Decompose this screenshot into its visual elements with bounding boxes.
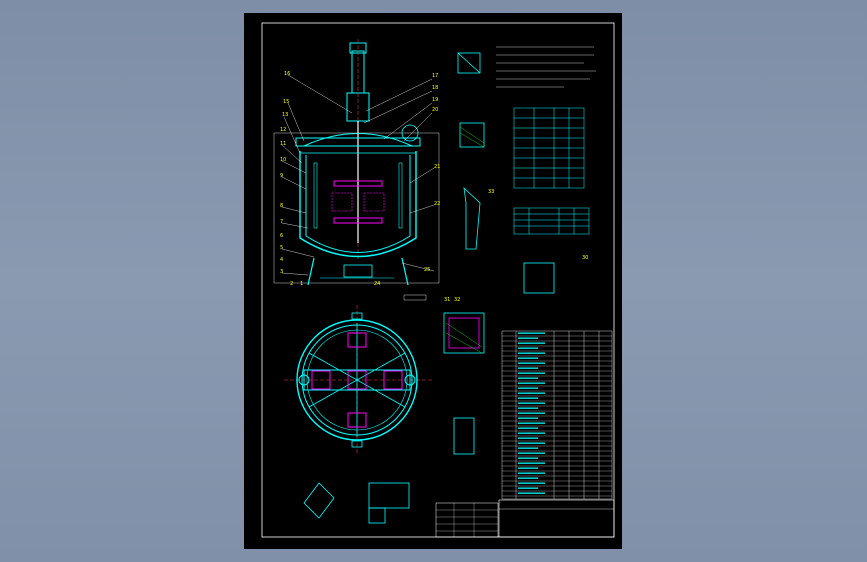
detail-views [303,52,555,524]
callout-13: 13 [282,112,288,118]
callout-32: 32 [454,297,460,303]
callout-21: 21 [434,164,440,170]
callout-30: 30 [582,255,588,261]
parts-cell-mark [518,482,545,484]
parts-cell-mark [518,437,538,439]
parts-cell-mark [518,352,545,354]
callout-9: 9 [280,173,283,179]
callout-15: 15 [283,99,289,105]
callout-18: 18 [432,85,438,91]
callout-31: 31 [444,297,450,303]
callout-7: 7 [280,219,283,225]
parts-cell-mark [518,467,538,469]
nozzle-table [513,207,590,235]
parts-cell-mark [518,417,538,419]
parts-cell-mark [518,397,538,399]
parts-cell-mark [518,422,545,424]
callout-10: 10 [280,157,286,163]
parts-cell-mark [518,427,538,429]
parts-cell-mark [518,492,545,494]
parts-cell-mark [518,402,545,404]
callout-25: 25 [424,267,430,273]
parts-cell-mark [518,412,545,414]
callout-33: 33 [488,189,494,195]
parts-cell-mark [518,452,545,454]
callout-20: 20 [432,107,438,113]
callout-2: 2 [290,281,293,287]
callout-5: 5 [280,245,283,251]
parts-cell-mark [518,387,538,389]
vessel-elevation [273,39,440,286]
callout-1: 1 [300,281,303,287]
parts-cell-mark [518,357,538,359]
callout-12: 12 [280,127,286,133]
parts-cell-mark [518,392,545,394]
callout-6: 6 [280,233,283,239]
drawing-sheet: 16 17 18 19 20 15 13 12 11 10 9 8 7 6 5 … [244,13,622,549]
tech-data-table [513,107,585,189]
parts-cell-mark [518,362,545,364]
callout-8: 8 [280,203,283,209]
cad-drawing: 16 17 18 19 20 15 13 12 11 10 9 8 7 6 5 … [261,22,615,538]
parts-cell-mark [518,347,538,349]
callout-4: 4 [280,257,283,263]
title-block [498,499,615,538]
parts-cell-mark [518,342,545,344]
callout-3: 3 [280,269,283,275]
parts-cell-mark [518,432,545,434]
parts-cell-mark [518,477,538,479]
notes-block [496,46,596,88]
parts-cell-mark [518,462,545,464]
parts-cell-mark [518,372,545,374]
leader-lines [281,74,435,276]
callout-16: 16 [284,71,290,77]
callout-11: 11 [280,141,286,147]
parts-cell-mark [518,472,545,474]
parts-cell-mark [518,457,538,459]
parts-cell-mark [518,332,545,334]
parts-cell-mark [518,377,538,379]
parts-cell-mark [518,447,538,449]
parts-cell-mark [518,442,545,444]
callout-22: 22 [434,201,440,207]
parts-cell-mark [518,337,538,339]
agitator-plan-view [284,305,434,455]
revision-block [435,502,499,538]
parts-cell-mark [518,407,538,409]
callout-19: 19 [432,97,438,103]
callout-17: 17 [432,73,438,79]
parts-cell-mark [518,367,538,369]
parts-cell-mark [518,382,545,384]
callout-24: 24 [374,281,380,287]
parts-cell-mark [518,487,538,489]
